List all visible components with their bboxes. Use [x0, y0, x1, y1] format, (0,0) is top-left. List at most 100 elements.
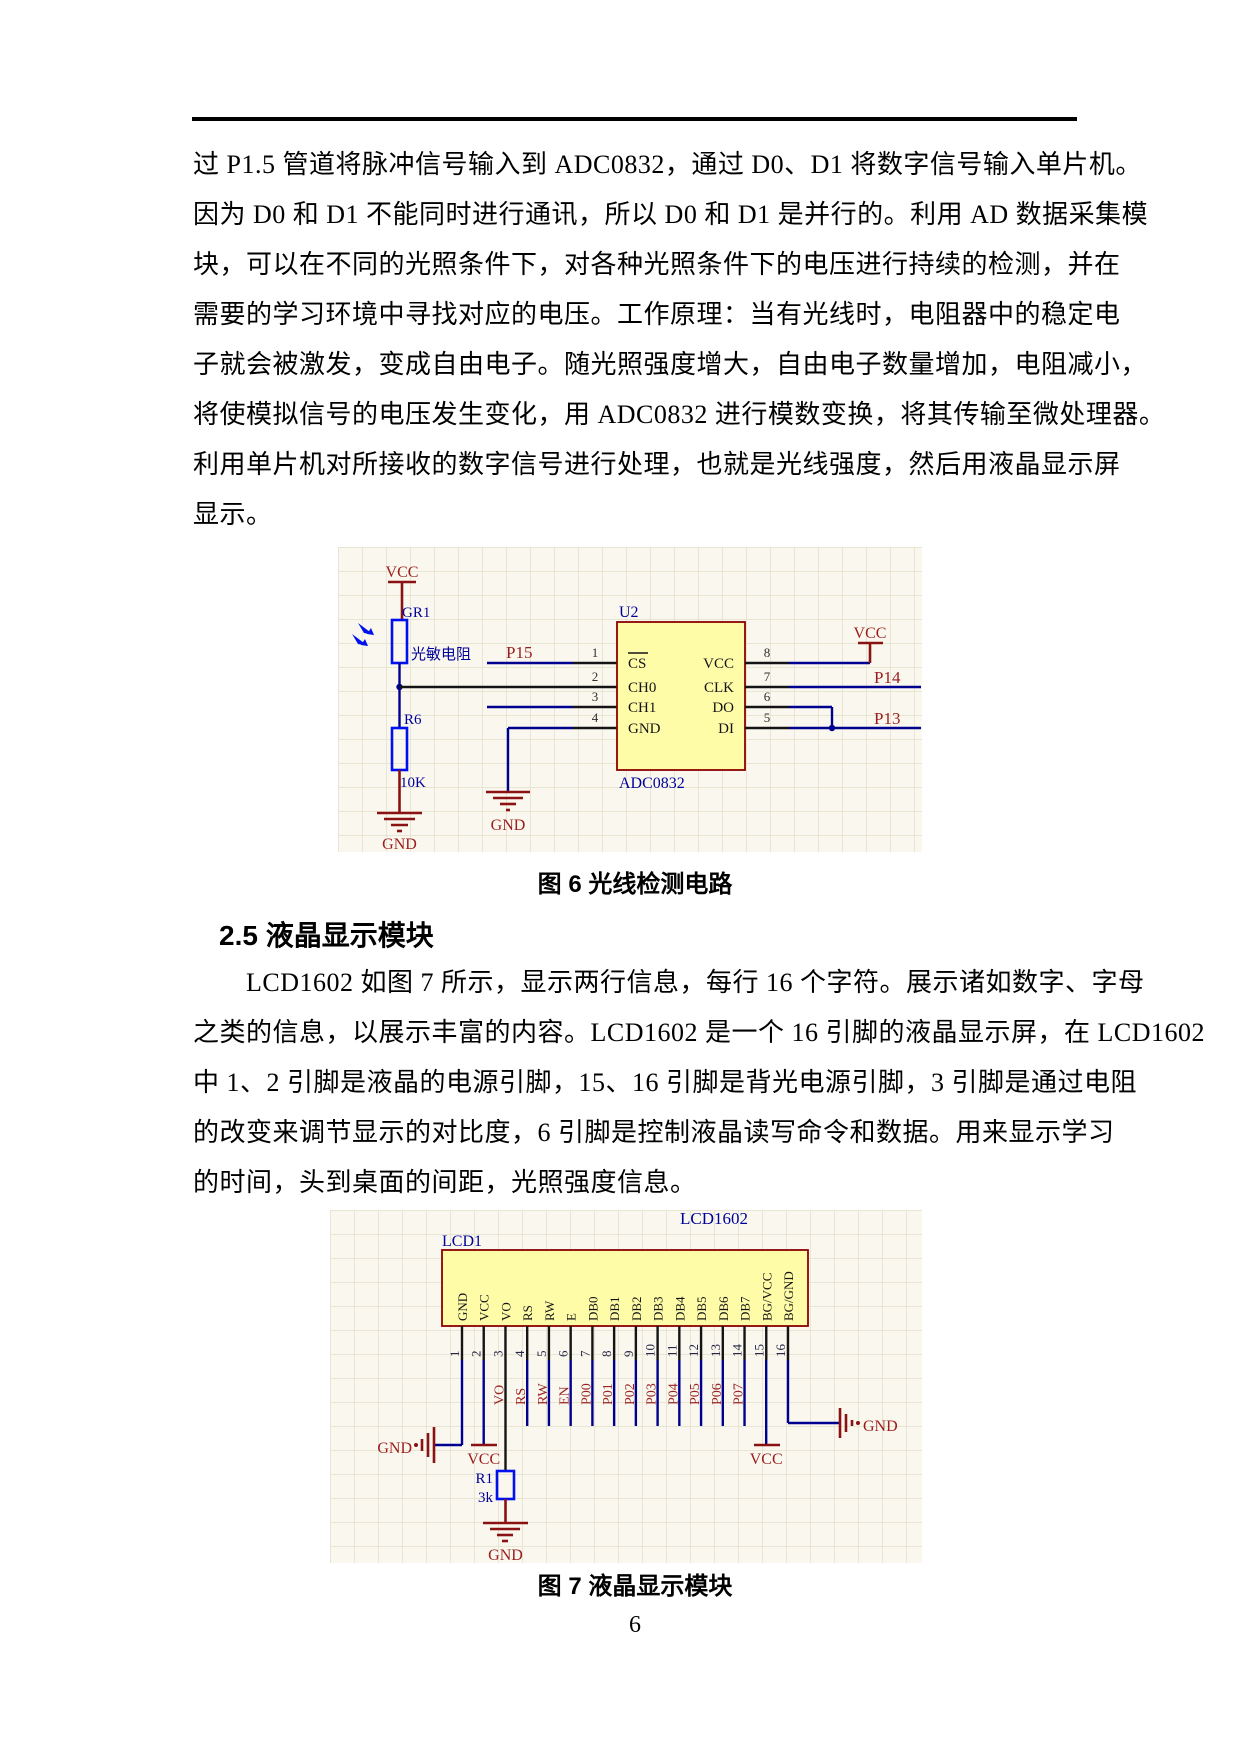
- chip-designator: LCD1: [442, 1233, 482, 1250]
- header-rule: [192, 117, 1077, 121]
- text-line: 之类的信息，以展示丰富的内容。LCD1602 是一个 16 引脚的液晶显示屏，在…: [193, 1018, 1206, 1047]
- lcd1602-chip-body: [441, 1249, 809, 1327]
- net-label: P03: [645, 1383, 660, 1405]
- net-label: VO: [492, 1385, 507, 1405]
- pin-number: 8: [764, 645, 771, 660]
- net-label: RS: [514, 1388, 529, 1405]
- pin-number: 5: [764, 710, 771, 725]
- pin-name: VCC: [477, 1294, 492, 1321]
- pin-number: 4: [592, 710, 599, 725]
- pin-name: VCC: [703, 656, 734, 672]
- text-line: 利用单片机对所接收的数字信号进行处理，也就是光线强度，然后用液晶显示屏: [193, 450, 1121, 479]
- text-line: LCD1602 如图 7 所示，显示两行信息，每行 16 个字符。展示诸如数字、…: [246, 968, 1145, 997]
- photoresistor-symbol: [390, 618, 409, 665]
- text-line: 显示。: [193, 500, 273, 529]
- pin-name: DB3: [651, 1296, 666, 1321]
- pin-name: DB1: [607, 1296, 622, 1321]
- pin-number: 3: [490, 1351, 505, 1358]
- pin-number: 15: [751, 1344, 766, 1357]
- pin-number: 7: [764, 669, 771, 684]
- pin-name: RS: [520, 1305, 535, 1321]
- vcc-net-label: VCC: [386, 564, 419, 581]
- pin-name: DB5: [694, 1296, 709, 1321]
- pin-name: DB7: [738, 1296, 753, 1321]
- pin-name: E: [564, 1313, 579, 1321]
- net-label-p13: P13: [874, 709, 900, 728]
- gnd-symbol: [486, 790, 530, 812]
- photoresistor-label: 光敏电阻: [411, 646, 471, 663]
- photoresistor-designator: GR1: [402, 605, 430, 621]
- net-label: P06: [710, 1383, 725, 1405]
- text-line: 子就会被激发，变成自由电子。随光照强度增大，自由电子数量增加，电阻减小，: [193, 350, 1148, 379]
- chip-designator: U2: [619, 604, 639, 621]
- pin-number: 9: [621, 1351, 636, 1358]
- pin-number: 4: [512, 1350, 527, 1357]
- vcc-net-label: VCC: [467, 1451, 500, 1468]
- gnd-symbol: [483, 1521, 528, 1543]
- text-line: 块，可以在不同的光照条件下，对各种光照条件下的电压进行持续的检测，并在: [193, 250, 1121, 279]
- text-line: 中 1、2 引脚是液晶的电源引脚，15、16 引脚是背光电源引脚，3 引脚是通过…: [193, 1068, 1138, 1097]
- pin-name: GND: [455, 1293, 470, 1321]
- schematic-title: LCD1602: [680, 1210, 748, 1228]
- pin-number: 5: [534, 1351, 549, 1358]
- text-line: 因为 D0 和 D1 不能同时进行通讯，所以 D0 和 D1 是并行的。利用 A…: [193, 200, 1149, 229]
- pin-number: 14: [730, 1344, 745, 1358]
- text-line: 需要的学习环境中寻找对应的电压。工作原理：当有光线时，电阻器中的稳定电: [193, 300, 1121, 329]
- resistor-symbol: [390, 726, 409, 772]
- pin-name: CS: [628, 656, 646, 672]
- figure6-caption: 图 6 光线检测电路: [537, 871, 733, 898]
- pin-name: BG/GND: [781, 1271, 796, 1321]
- gnd-symbol: [377, 811, 422, 833]
- pin-number: 11: [664, 1344, 679, 1357]
- pin-name: DO: [712, 700, 734, 716]
- pin-number: 12: [686, 1344, 701, 1357]
- net-label-p14: P14: [874, 668, 901, 687]
- pin-number: 2: [592, 669, 599, 684]
- pin-name: DI: [718, 721, 734, 737]
- net-label: P00: [579, 1383, 594, 1405]
- net-label: EN: [558, 1386, 573, 1405]
- adc0832-chip-body: [616, 621, 746, 771]
- body-paragraph-2: LCD1602 如图 7 所示，显示两行信息，每行 16 个字符。展示诸如数字、…: [193, 958, 1206, 1208]
- light-arrow-icon: [367, 628, 374, 635]
- net-label: P05: [688, 1383, 703, 1405]
- net-label-p15: P15: [506, 643, 532, 662]
- pin-number: 10: [643, 1344, 658, 1357]
- pin-name: GND: [628, 721, 661, 737]
- gnd-net-label: GND: [488, 1547, 523, 1563]
- pin-number: 7: [577, 1350, 592, 1357]
- vcc-net-label: VCC: [854, 625, 887, 642]
- gnd-net-label: GND: [377, 1440, 412, 1457]
- pin-number: 1: [592, 645, 599, 660]
- pin-name: DB0: [585, 1296, 600, 1321]
- chip-part-number: ADC0832: [619, 775, 685, 792]
- net-label: P02: [623, 1383, 638, 1405]
- pin-name: RW: [542, 1300, 557, 1321]
- pin-name: DB6: [716, 1296, 731, 1321]
- net-label: P04: [666, 1383, 681, 1405]
- pin-number: 6: [764, 689, 771, 704]
- resistor-designator: R1: [475, 1471, 493, 1487]
- section-heading: 2.5 液晶显示模块: [219, 920, 434, 951]
- text-line: 的时间，头到桌面的间距，光照强度信息。: [193, 1168, 697, 1197]
- pin-number: 2: [469, 1351, 484, 1358]
- page-number: 6: [629, 1612, 641, 1638]
- gnd-symbol: [838, 1408, 860, 1438]
- pin-number: 8: [599, 1351, 614, 1358]
- pin-number: 13: [708, 1344, 723, 1357]
- body-paragraph-1: 过 P1.5 管道将脉冲信号输入到 ADC0832，通过 D0、D1 将数字信号…: [193, 140, 1165, 540]
- figure7-caption: 图 7 液晶显示模块: [537, 1573, 733, 1600]
- pin-name: CH1: [628, 700, 656, 716]
- pin-name: CLK: [704, 680, 734, 696]
- resistor-value: 3k: [478, 1490, 494, 1506]
- resistor-value: 10K: [400, 775, 426, 791]
- net-label: RW: [536, 1382, 551, 1405]
- junction-dot: [828, 724, 836, 732]
- pin-name: BG/VCC: [759, 1273, 774, 1321]
- gnd-symbol: [414, 1427, 436, 1463]
- vcc-net-label: VCC: [750, 1451, 783, 1468]
- gnd-net-label: GND: [491, 817, 526, 834]
- net-label: P01: [601, 1383, 616, 1405]
